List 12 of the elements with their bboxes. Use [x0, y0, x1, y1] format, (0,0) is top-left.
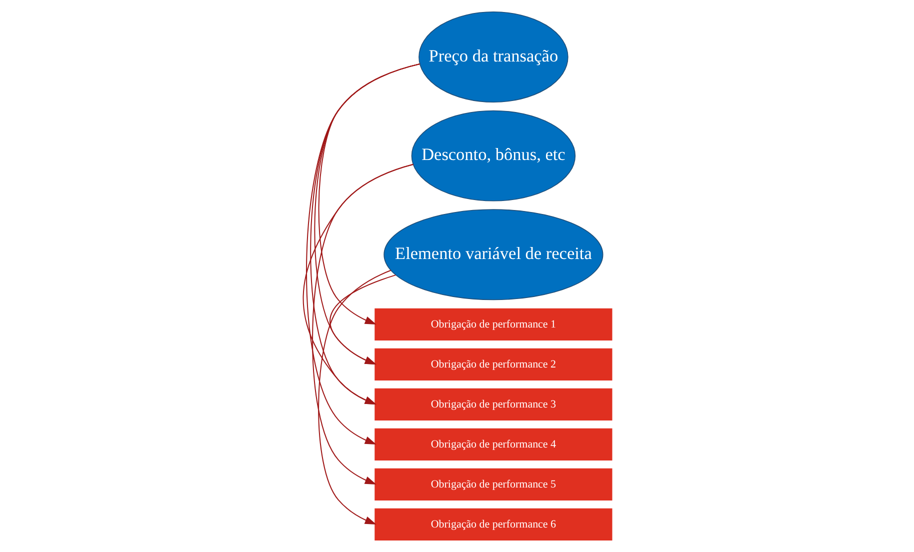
arrow	[312, 164, 413, 484]
arrow	[329, 274, 396, 364]
node-box: Obrigação de performance 6	[374, 508, 612, 540]
arrow	[318, 270, 390, 524]
node-ellipse: Elemento variável de receita	[383, 209, 603, 300]
node-ellipse: Desconto, bônus, etc	[410, 110, 576, 202]
node-box: Obrigação de performance 1	[374, 308, 612, 340]
node-ellipse: Preço da transação	[418, 12, 568, 102]
node-box: Obrigação de performance 2	[374, 348, 612, 380]
node-box: Obrigação de performance 5	[374, 468, 612, 500]
node-box: Obrigação de performance 4	[374, 428, 612, 460]
node-box: Obrigação de performance 3	[374, 388, 612, 420]
